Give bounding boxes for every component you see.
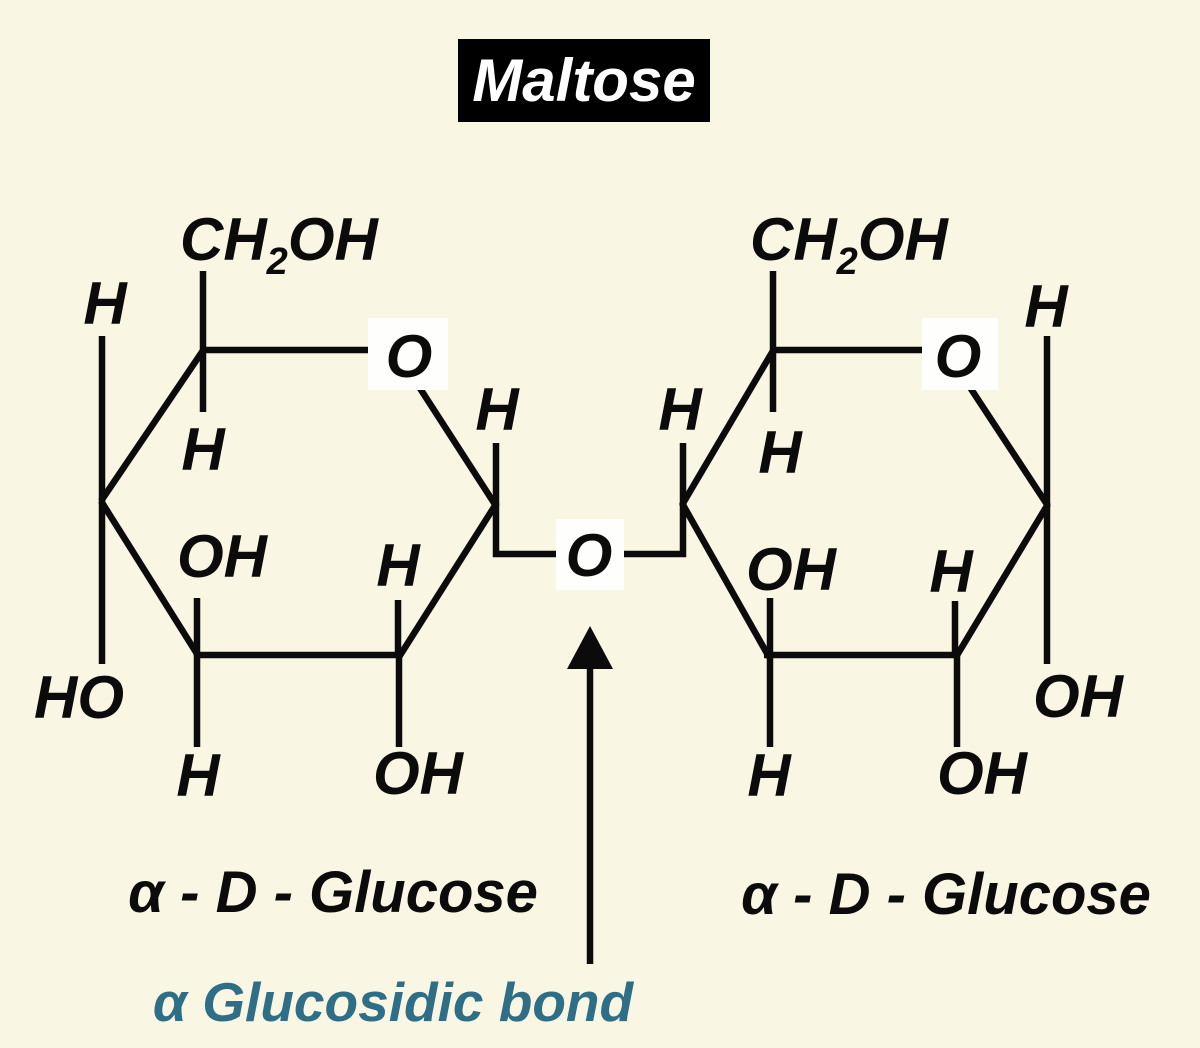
right-oh-right-label: OH [1033,663,1125,730]
bond-line [396,502,499,659]
ring-oxygen-right: O [922,318,998,390]
left-ring-oxygen-label: O [386,323,433,390]
right-h-inner-top-label: H [758,419,803,486]
left-glucose-bonds [98,271,500,747]
right-glucose-caption: α - D - Glucose [741,862,1151,927]
left-h-inner-top-label: H [181,416,226,483]
right-oh-inner-label: OH [746,536,838,603]
left-h-bottom-label: H [176,742,221,809]
right-ring-oxygen-label: O [935,323,982,390]
left-ho-label: HO [34,664,124,731]
ring-oxygen-left: O [368,318,448,390]
glycosidic-oxygen: O [556,519,624,590]
right-ch2oh-label: CH2OH [750,206,949,283]
bond-line [679,347,777,507]
glucosidic-bond-label: α Glucosidic bond [153,971,635,1033]
ch2oh-oh: OH [288,206,380,273]
oxygen-box [368,318,448,390]
glycosidic-oxygen-label: O [566,522,613,589]
ch2oh-subscript: 2 [836,241,858,283]
right-glucose-bonds [679,271,1051,747]
right-h-inner-bottom-label: H [929,538,974,605]
title-box [458,39,710,122]
oxygen-box [922,318,998,390]
right-h-left-label: H [658,376,703,443]
bond-line [98,499,202,659]
right-glucose-labels: CH2OH H H H OH H OH H OH α - D - Glucose [658,206,1151,927]
left-glucose-caption: α - D - Glucose [128,860,538,925]
left-h-top-label: H [83,270,128,337]
arrow-head-icon [567,626,613,669]
ch2oh-ch: CH [180,206,268,273]
page-title: Maltose [472,47,695,114]
right-h-top-label: H [1024,273,1069,340]
ch2oh-oh: OH [858,206,950,273]
title-banner: Maltose [458,39,710,122]
ch2oh-subscript: 2 [266,241,288,283]
left-oh-bottom-label: OH [373,740,465,807]
right-h-bottom-label: H [747,742,792,809]
bond-line [679,501,772,659]
bond-line [953,502,1051,659]
oxygen-box [556,519,624,590]
right-oh-bottom-label: OH [937,740,1029,807]
bond-line [98,347,207,503]
left-glucose-labels: CH2OH H H H OH H HO H OH α - D - Glucose [34,206,538,925]
ch2oh-ch: CH [750,206,838,273]
left-oh-inner-label: OH [177,523,269,590]
left-ch2oh-label: CH2OH [180,206,379,283]
left-h-anomeric-label: H [475,376,520,443]
glucosidic-bond-pointer [567,626,613,964]
left-h-inner-bottom-label: H [376,532,421,599]
